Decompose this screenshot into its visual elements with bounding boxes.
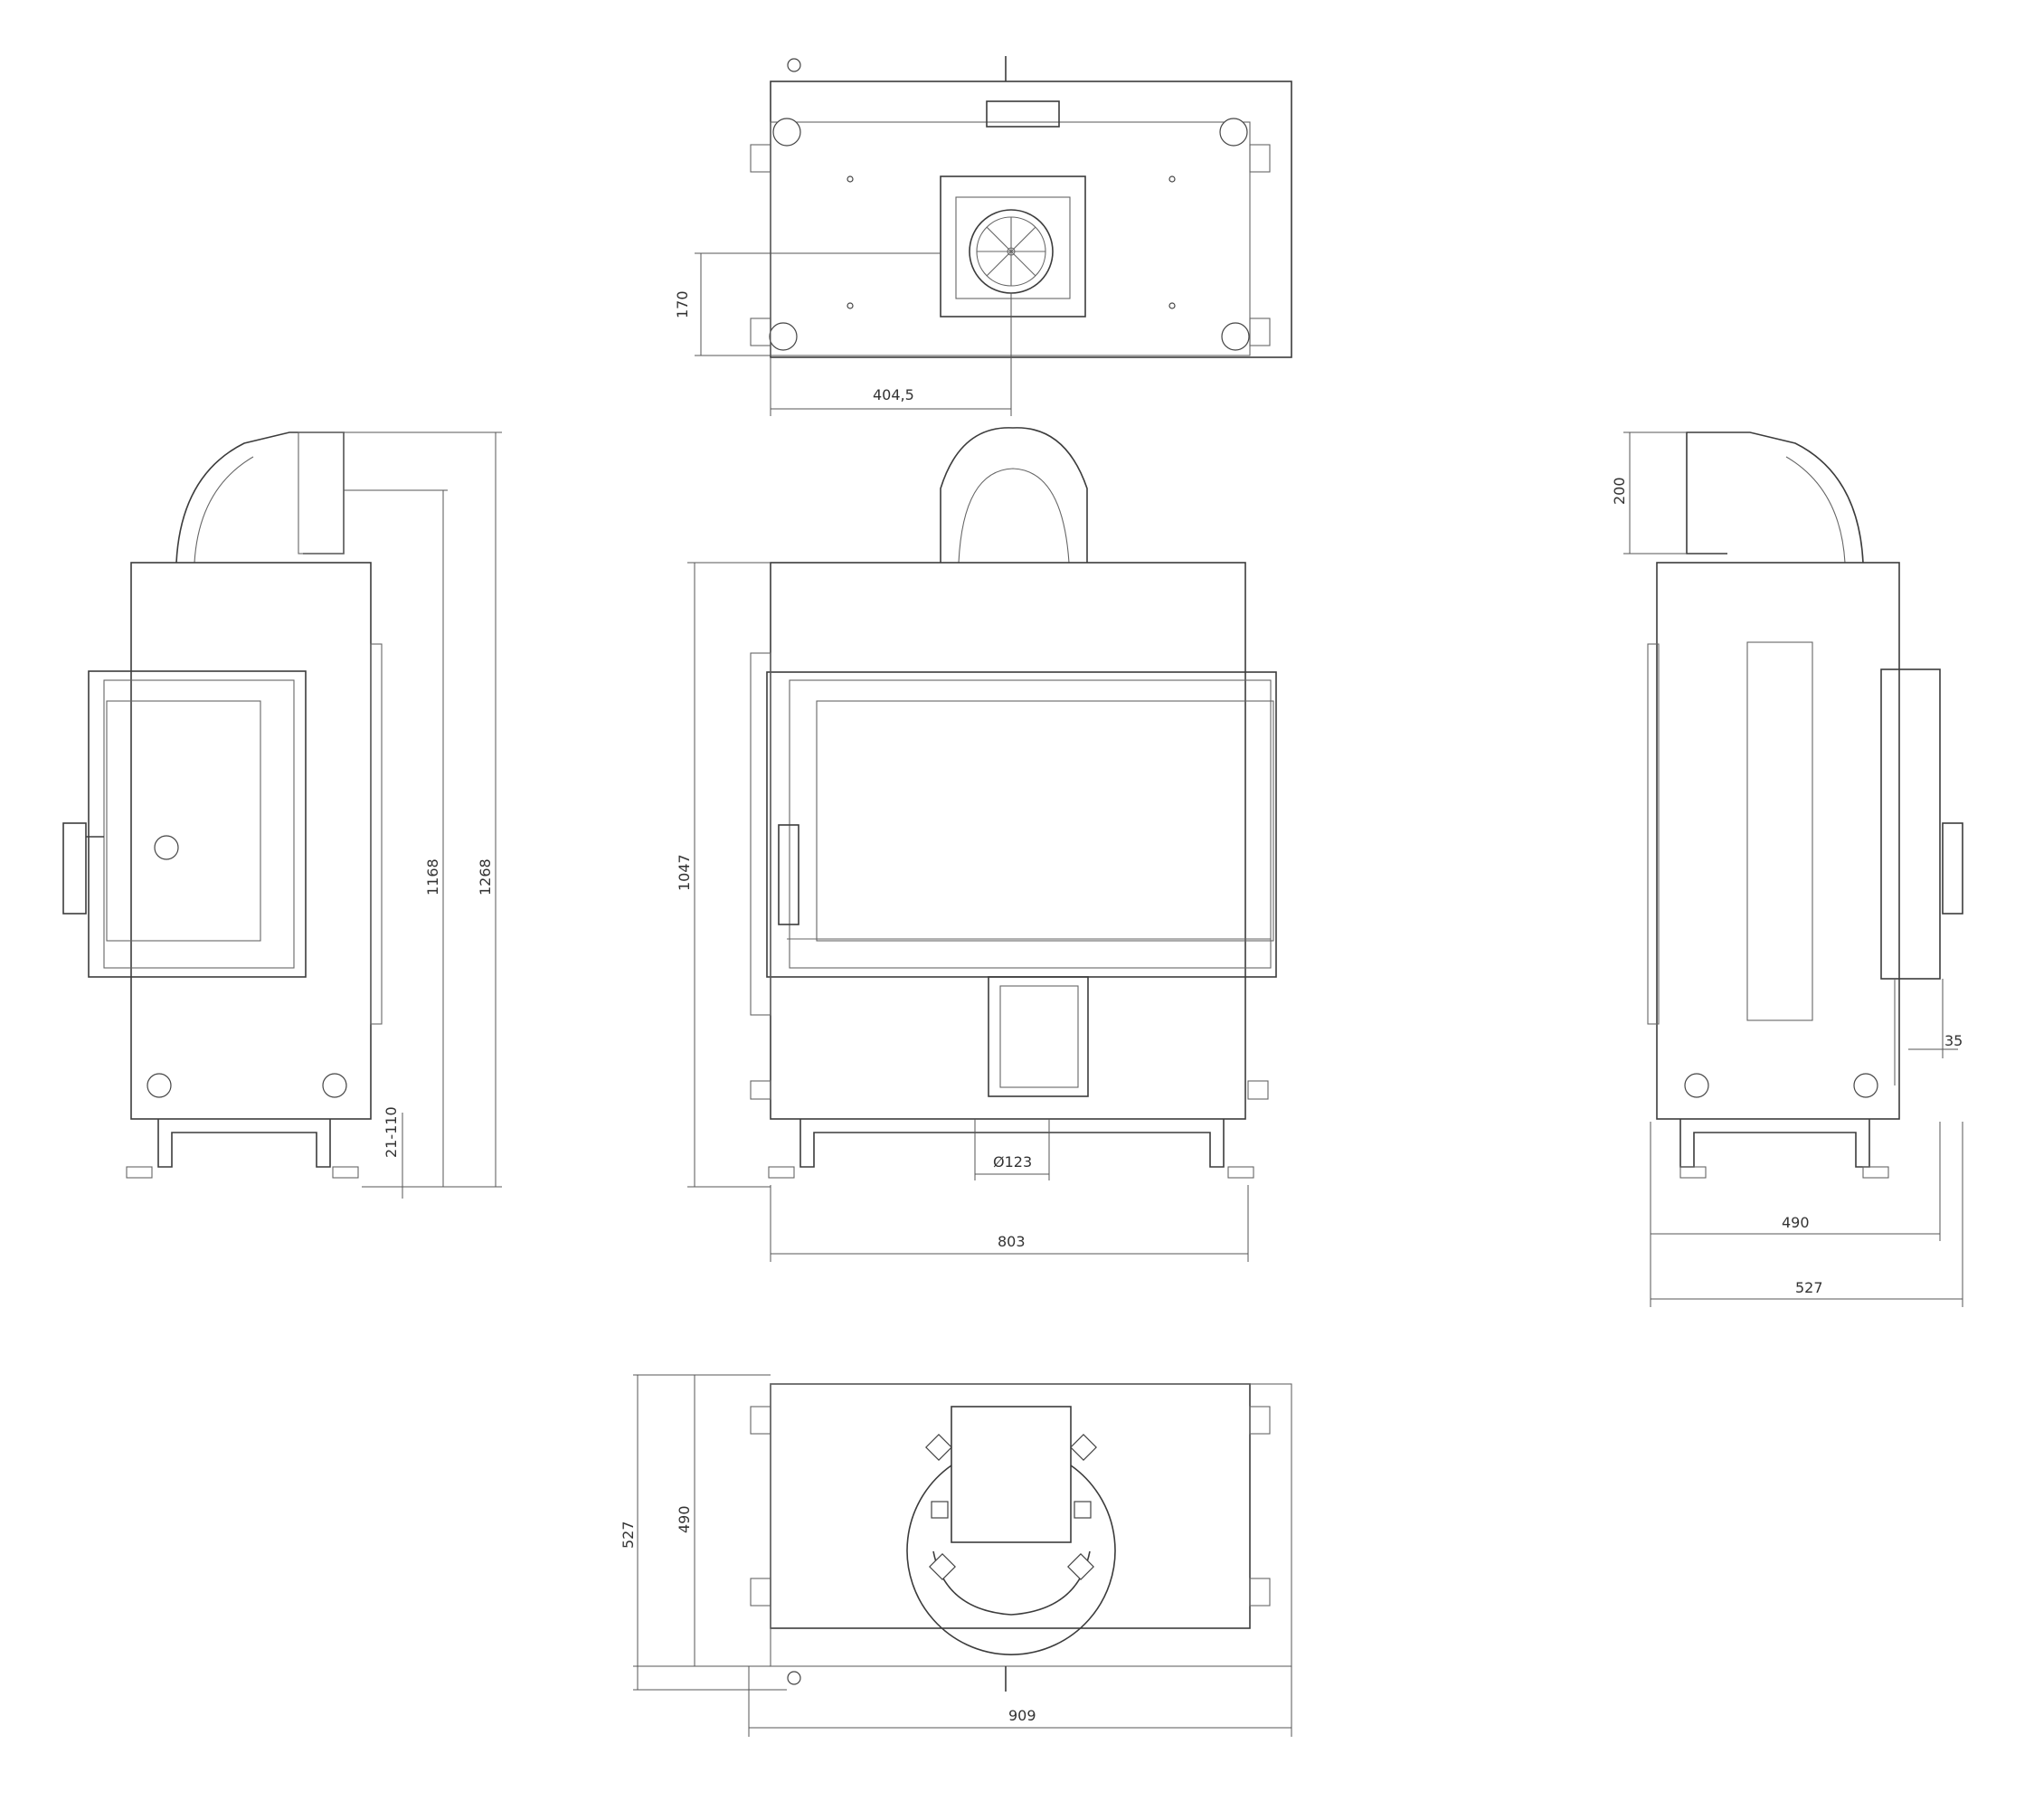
top-view: 170 404,5 [674, 56, 1292, 416]
dim-front-width: 803 [998, 1233, 1026, 1250]
dim-right-flue-height: 200 [1611, 477, 1628, 505]
left-view: 1168 1268 21-110 [62, 431, 502, 1199]
dim-bottom-width: 909 [1008, 1707, 1036, 1724]
dim-bottom-depth-inner: 490 [676, 1505, 693, 1533]
dim-bottom-depth-total: 527 [620, 1521, 637, 1549]
dim-top-depth: 170 [674, 290, 691, 318]
dim-front-height: 1047 [676, 854, 693, 891]
dim-left-height-inner: 1168 [424, 858, 441, 896]
dim-right-side-gap: 35 [1944, 1032, 1963, 1049]
dim-front-inlet: Ø123 [993, 1153, 1032, 1171]
right-view: 200 35 490 527 [1611, 431, 1963, 1307]
dim-left-height-total: 1268 [477, 858, 494, 896]
dim-top-flue-offset: 404,5 [873, 386, 914, 403]
front-view: 1047 Ø123 803 [676, 427, 1277, 1262]
dim-right-depth-total: 527 [1795, 1279, 1823, 1296]
bottom-view: 527 490 909 [620, 1374, 1292, 1737]
dim-left-leg-adjust: 21-110 [383, 1106, 400, 1158]
dim-right-depth-inner: 490 [1782, 1214, 1810, 1231]
